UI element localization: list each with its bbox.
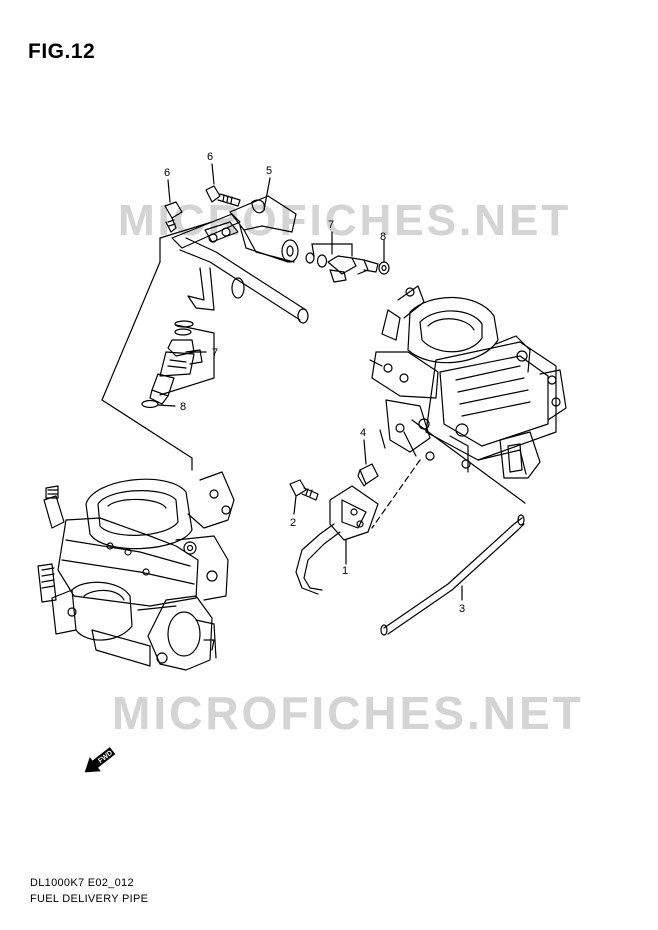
fuel-delivery-pipe[interactable] bbox=[171, 195, 309, 324]
injector-left[interactable] bbox=[149, 320, 203, 405]
callout-5: 5 bbox=[266, 165, 272, 177]
hose-3[interactable] bbox=[380, 514, 525, 636]
o-ring-left[interactable] bbox=[141, 399, 159, 409]
sensor-clamp[interactable] bbox=[295, 485, 379, 595]
callout-7-right: 7 bbox=[328, 219, 334, 231]
bolt-right[interactable] bbox=[205, 185, 241, 207]
callout-6-left: 6 bbox=[164, 167, 170, 179]
fwd-label: FWD bbox=[97, 750, 114, 765]
fwd-arrow-icon: FWD bbox=[84, 747, 116, 773]
throttle-body-lower bbox=[37, 471, 235, 671]
cap-4[interactable] bbox=[357, 463, 379, 487]
screw-2[interactable] bbox=[289, 479, 319, 501]
callout-7-left: 7 bbox=[212, 347, 218, 359]
o-ring-right[interactable] bbox=[378, 261, 390, 275]
leader-lines bbox=[101, 221, 526, 529]
callout-8-left: 8 bbox=[180, 401, 186, 413]
figure-title: FIG.12 bbox=[28, 40, 96, 63]
figure-caption: FUEL DELIVERY PIPE bbox=[30, 893, 149, 905]
bolt-left[interactable] bbox=[164, 201, 183, 233]
callout-8-right: 8 bbox=[380, 231, 386, 243]
callout-ticks bbox=[157, 163, 463, 601]
callout-1: 1 bbox=[342, 565, 348, 577]
watermark-bottom: MICROFICHES.NET bbox=[112, 687, 584, 739]
throttle-body-upper bbox=[369, 285, 567, 479]
callout-3: 3 bbox=[459, 603, 465, 615]
watermark-top: MICROFICHES.NET bbox=[118, 196, 572, 245]
callout-4: 4 bbox=[360, 427, 366, 439]
callout-2: 2 bbox=[290, 517, 296, 529]
callout-6-right: 6 bbox=[207, 151, 213, 163]
model-code: DL1000K7 E02_012 bbox=[30, 877, 134, 889]
injector-right[interactable] bbox=[305, 252, 379, 283]
